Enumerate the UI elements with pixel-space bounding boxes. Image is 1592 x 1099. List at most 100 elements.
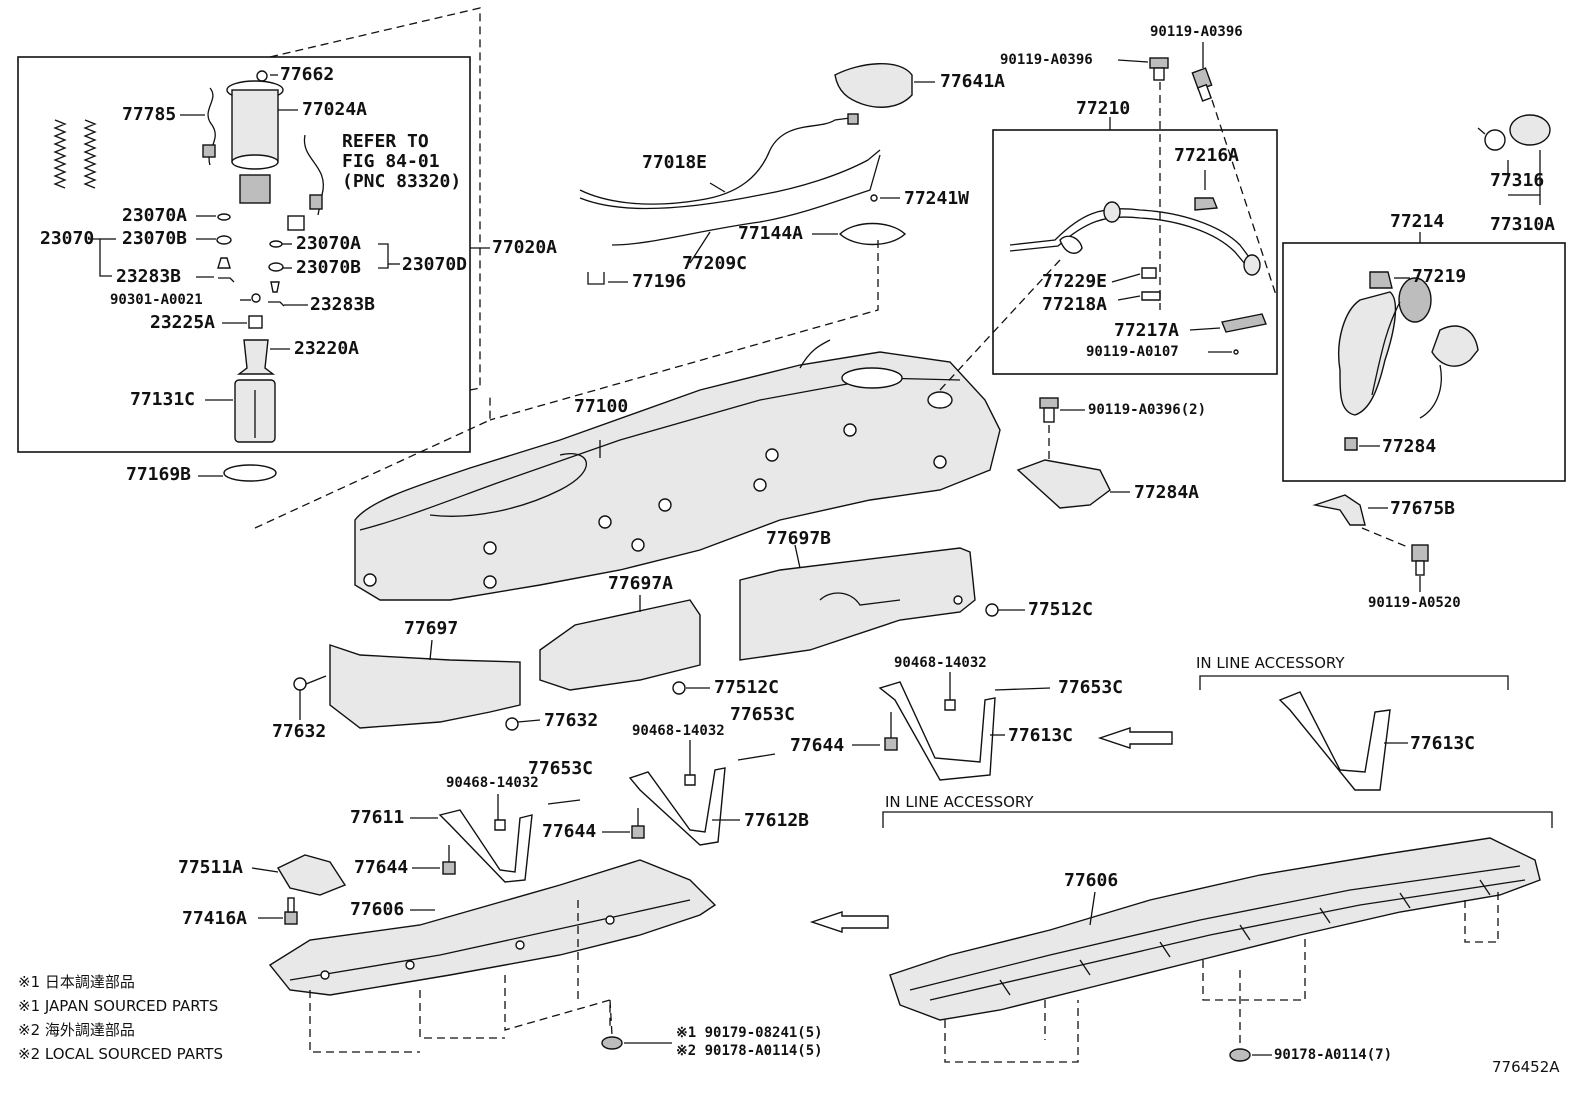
- part-label: 77018E: [642, 152, 708, 173]
- part-label: 90468-14032: [894, 655, 987, 671]
- part-label: 77196: [632, 271, 687, 292]
- part-label: 77606: [1064, 870, 1119, 891]
- part-label: 77644: [790, 735, 845, 756]
- part-label: 77241W: [904, 188, 970, 209]
- fuel-cap-icon: [1509, 114, 1551, 146]
- part-label: 23070A: [296, 233, 362, 254]
- pump-box-projection: [269, 7, 481, 391]
- tank-band-icon: [878, 681, 996, 781]
- fuel-tube-icon: [579, 149, 881, 210]
- part-label: 77632: [544, 710, 599, 731]
- inlet-pipe-icon: [1009, 208, 1256, 266]
- skid-plate-icon: [268, 859, 717, 996]
- part-label: 77209C: [682, 253, 748, 274]
- vent-bracket-icon: [1431, 325, 1479, 367]
- part-label: ※1 90179-08241(5): [676, 1025, 823, 1041]
- refer-line: FIG 84-01: [342, 151, 440, 172]
- refer-line: REFER TO: [342, 131, 429, 152]
- bracket-icon: [1221, 313, 1267, 333]
- sender-wire-icon: [303, 134, 324, 216]
- part-label: 23283B: [116, 266, 182, 287]
- skid-plate-accessory-icon: [889, 837, 1541, 1021]
- part-label: 77653C: [528, 758, 594, 779]
- part-label: 23225A: [150, 312, 216, 333]
- strainer-icon: [236, 339, 276, 375]
- part-label: 77131C: [130, 389, 196, 410]
- arrow-left-icon: [1097, 727, 1173, 749]
- part-label: 77697: [404, 618, 459, 639]
- part-label: 77675B: [1390, 498, 1456, 519]
- part-label: 77644: [354, 857, 409, 878]
- part-label: 90119-A0107: [1086, 344, 1179, 360]
- part-label: 77217A: [1114, 320, 1180, 341]
- filler-neck-icon: [1338, 291, 1397, 416]
- part-label: 77512C: [1028, 599, 1094, 620]
- insulator-77697B-icon: [739, 547, 976, 661]
- part-label: 90178-A0114(7): [1274, 1047, 1393, 1063]
- part-label: 77229E: [1042, 271, 1108, 292]
- part-label: 77653C: [730, 704, 796, 725]
- part-label: 90119-A0396(2): [1088, 402, 1207, 418]
- note-line: ※2 LOCAL SOURCED PARTS: [18, 1045, 223, 1063]
- arrow-left-icon-2: [809, 911, 889, 933]
- note-line: ※2 海外調達部品: [18, 1021, 135, 1039]
- fuel-pump-bracket-icon: [226, 80, 284, 204]
- accessory-label: IN LINE ACCESSORY: [885, 793, 1034, 811]
- gasket-ring-icon: [223, 464, 277, 482]
- part-label: 77641A: [940, 71, 1006, 92]
- part-label: 77611: [350, 807, 405, 828]
- spring-icon: [53, 119, 97, 189]
- insulator-77697A-icon: [539, 599, 701, 691]
- bolt-icon: [1149, 57, 1213, 102]
- part-label: 77785: [122, 104, 177, 125]
- part-label: 23220A: [294, 338, 360, 359]
- filler-neck-box: [1282, 242, 1566, 482]
- part-label: 90119-A0396: [1150, 24, 1243, 40]
- inlet-pipe-box: [992, 129, 1278, 375]
- part-label: 77219: [1412, 266, 1467, 287]
- part-label: ※2 90178-A0114(5): [676, 1043, 823, 1059]
- part-label: 23070B: [122, 228, 188, 249]
- note-line: ※1 JAPAN SOURCED PARTS: [18, 997, 219, 1015]
- refer-line: (PNC 83320): [342, 171, 462, 192]
- part-label: 90468-14032: [446, 775, 539, 791]
- retainer-ring-icon: [838, 222, 907, 246]
- part-label: 77144A: [738, 223, 804, 244]
- part-label: 77210: [1076, 98, 1131, 119]
- part-label: 77284: [1382, 436, 1437, 457]
- part-label: 23283B: [310, 294, 376, 315]
- part-label: 77653C: [1058, 677, 1124, 698]
- part-label: 77020A: [492, 237, 558, 258]
- gasket-icon: [217, 213, 231, 221]
- part-label: 77613C: [1008, 725, 1074, 746]
- part-label: 23070D: [402, 254, 468, 275]
- fuel-tank-icon: [354, 351, 1001, 601]
- part-label: 77697A: [608, 573, 674, 594]
- accessory-label: IN LINE ACCESSORY: [1196, 654, 1345, 672]
- part-label: 77512C: [714, 677, 780, 698]
- clamp-icon: [1194, 197, 1218, 211]
- wire-harness-main-icon: [579, 117, 851, 205]
- part-label: 77284A: [1134, 482, 1200, 503]
- part-label: 77697B: [766, 528, 832, 549]
- part-label: 77662: [280, 64, 335, 85]
- tank-band-77612B-icon: [628, 767, 726, 846]
- part-label: 90119-A0396: [1000, 52, 1093, 68]
- tank-band-accessory-icon: [1278, 691, 1391, 791]
- filter-cap-icon: [248, 315, 263, 329]
- part-label: 77416A: [182, 908, 248, 929]
- pump-assembly-box: [17, 56, 471, 453]
- part-label: 77644: [542, 821, 597, 842]
- part-label: 77100: [574, 396, 629, 417]
- part-label: 77316: [1490, 170, 1545, 191]
- part-label: 23070A: [122, 205, 188, 226]
- part-label: 77218A: [1042, 294, 1108, 315]
- bracket-plate-icon: [1312, 494, 1366, 526]
- part-label: 77169B: [126, 464, 192, 485]
- part-label: 77214: [1390, 211, 1445, 232]
- part-label: 77511A: [178, 857, 244, 878]
- part-label: 77310A: [1490, 214, 1556, 235]
- part-label: 90301-A0021: [110, 292, 203, 308]
